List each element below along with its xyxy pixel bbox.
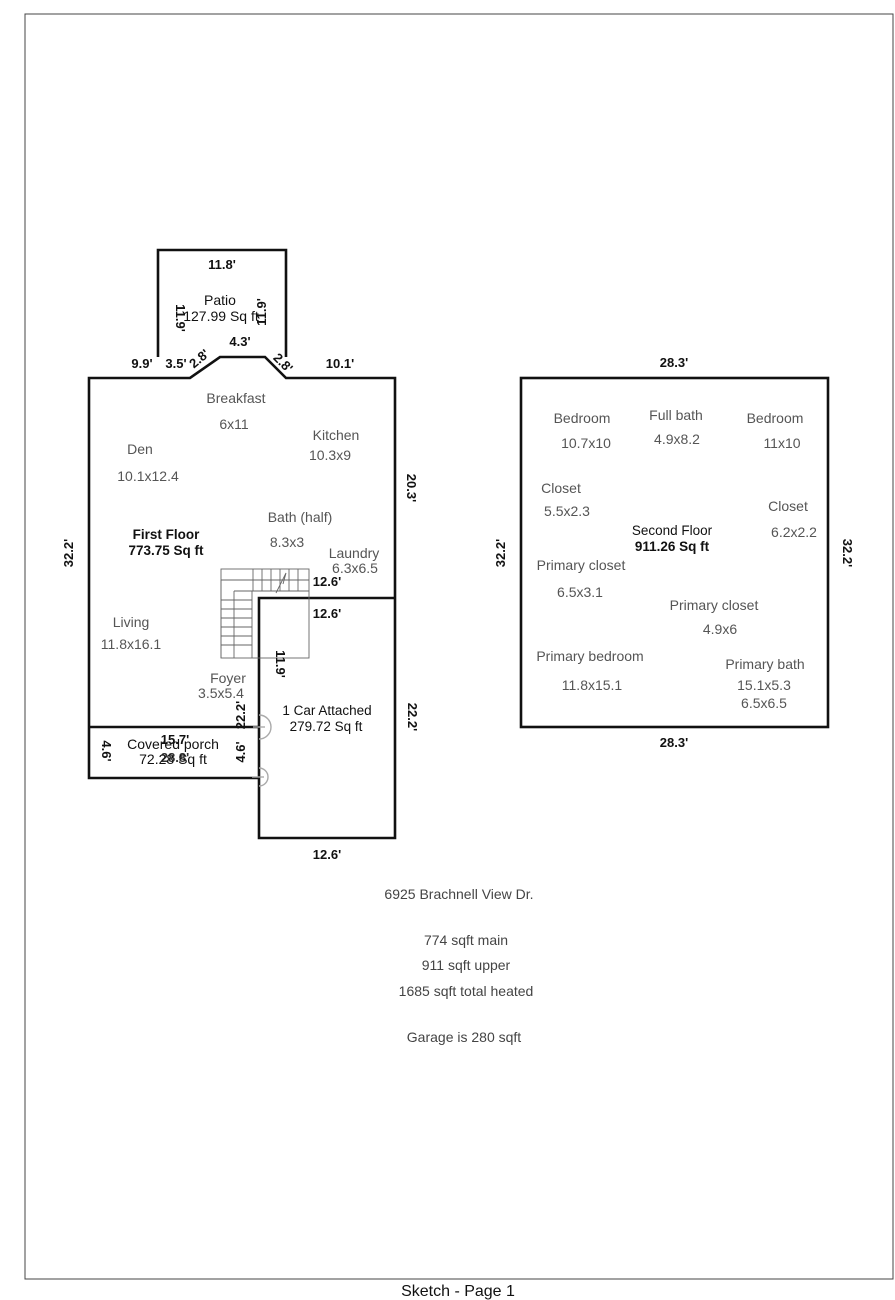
bedroom-1-size: 10.7x10 bbox=[561, 435, 611, 451]
bedroom-2-label: Bedroom bbox=[747, 410, 804, 426]
primary-closet-2-size: 4.9x6 bbox=[703, 621, 737, 637]
staircase bbox=[220, 568, 310, 659]
first-floor-title: First Floor bbox=[133, 527, 200, 542]
first-floor-area: 773.75 Sq ft bbox=[128, 543, 204, 558]
page-border bbox=[24, 13, 894, 1280]
dim-20-3: 20.3' bbox=[404, 474, 419, 502]
laundry-size: 6.3x6.5 bbox=[332, 560, 378, 576]
den-size: 10.1x12.4 bbox=[117, 468, 179, 484]
porch-dim-overlap: 28.8' bbox=[161, 750, 189, 765]
porch-dim-top: 15.7' bbox=[161, 732, 189, 747]
porch-area: 72.28 Sq ft bbox=[139, 751, 207, 767]
foyer-size: 3.5x5.4 bbox=[198, 685, 244, 701]
garage-dim-right: 22.2' bbox=[405, 703, 420, 731]
primary-bath-size: 15.1x5.3 bbox=[737, 677, 791, 693]
bath-half-label: Bath (half) bbox=[268, 509, 333, 525]
garage-dim-top: 12.6' bbox=[313, 606, 341, 621]
door-symbols bbox=[252, 714, 272, 787]
dim-9-9: 9.9' bbox=[131, 356, 152, 371]
second-floor-dim-top: 28.3' bbox=[660, 355, 688, 370]
dim-11-9: 11.9' bbox=[273, 650, 288, 678]
garage-area: 279.72 Sq ft bbox=[290, 719, 363, 734]
primary-bedroom-label: Primary bedroom bbox=[536, 648, 643, 664]
patio-dim-bottom: 4.3' bbox=[229, 334, 250, 349]
closet-2-size: 6.2x2.2 bbox=[771, 524, 817, 540]
kitchen-size: 10.3x9 bbox=[309, 447, 351, 463]
foyer-label: Foyer bbox=[210, 670, 246, 686]
porch-dim-right: 4.6' bbox=[233, 741, 248, 762]
breakfast-label: Breakfast bbox=[206, 390, 265, 406]
primary-closet-2-label: Primary closet bbox=[670, 597, 759, 613]
bedroom-2-size: 11x10 bbox=[763, 435, 800, 451]
second-floor-dim-bottom: 28.3' bbox=[660, 735, 688, 750]
primary-closet-1-size: 6.5x3.1 bbox=[557, 584, 603, 600]
patio-dim-top: 11.8' bbox=[208, 257, 236, 272]
upper-sqft-note: 911 sqft upper bbox=[422, 957, 511, 973]
primary-bath-size-2: 6.5x6.5 bbox=[741, 695, 787, 711]
living-label: Living bbox=[113, 614, 150, 630]
full-bath-label: Full bath bbox=[649, 407, 703, 423]
garage-wall bbox=[257, 596, 395, 778]
laundry-label: Laundry bbox=[329, 545, 380, 561]
patio-dim-right: 11.9' bbox=[254, 298, 269, 326]
closet-1-size: 5.5x2.3 bbox=[544, 503, 590, 519]
bath-half-size: 8.3x3 bbox=[270, 534, 304, 550]
second-floor-outline bbox=[519, 376, 830, 729]
second-floor-dim-right: 32.2' bbox=[840, 539, 855, 567]
patio-area: 127.99 Sq ft bbox=[183, 308, 259, 324]
patio-label: Patio bbox=[204, 292, 236, 308]
closet-2-label: Closet bbox=[768, 498, 808, 514]
primary-bath-label: Primary bath bbox=[725, 656, 804, 672]
garage-dim-bottom: 12.6' bbox=[313, 847, 341, 862]
patio-dim-left: 11.9' bbox=[173, 304, 188, 332]
primary-closet-1-label: Primary closet bbox=[537, 557, 626, 573]
bedroom-1-label: Bedroom bbox=[554, 410, 611, 426]
dim-3-5: 3.5' bbox=[165, 356, 186, 371]
dim-22-2-inner: 22.2' bbox=[233, 701, 248, 729]
dim-12-6-inner: 12.6' bbox=[313, 574, 341, 589]
page-footer: Sketch - Page 1 bbox=[401, 1283, 515, 1300]
full-bath-size: 4.9x8.2 bbox=[654, 431, 700, 447]
breakfast-size: 6x11 bbox=[219, 416, 249, 432]
porch-label: Covered porch bbox=[127, 736, 219, 752]
first-floor-plan bbox=[87, 248, 397, 840]
porch-dim-left: 4.6' bbox=[99, 740, 114, 761]
garage-sqft-note: Garage is 280 sqft bbox=[407, 1029, 522, 1045]
dim-10-1: 10.1' bbox=[326, 356, 354, 371]
primary-bedroom-size: 11.8x15.1 bbox=[562, 677, 623, 693]
living-size: 11.8x16.1 bbox=[101, 636, 162, 652]
address-note: 6925 Brachnell View Dr. bbox=[384, 886, 533, 902]
total-sqft-note: 1685 sqft total heated bbox=[399, 983, 534, 999]
closet-1-label: Closet bbox=[541, 480, 581, 496]
second-floor-title: Second Floor bbox=[632, 523, 713, 538]
second-floor-area: 911.26 Sq ft bbox=[635, 539, 710, 554]
patio-outline bbox=[156, 248, 288, 357]
first-floor-outline bbox=[87, 355, 397, 840]
first-floor-dim-left: 32.2' bbox=[61, 539, 76, 567]
kitchen-label: Kitchen bbox=[313, 427, 360, 443]
den-label: Den bbox=[127, 441, 153, 457]
second-floor-dim-left: 32.2' bbox=[493, 539, 508, 567]
garage-label: 1 Car Attached bbox=[282, 703, 371, 718]
main-sqft-note: 774 sqft main bbox=[424, 932, 508, 948]
